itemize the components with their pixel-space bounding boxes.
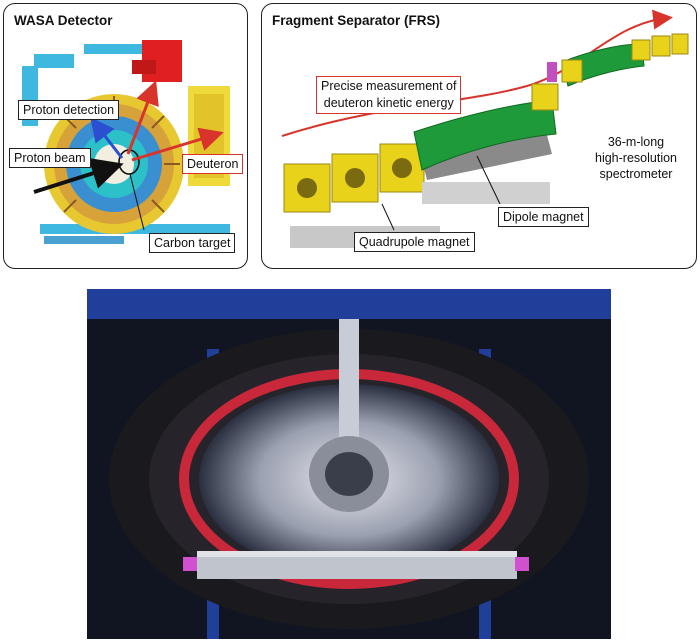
carbon-target-leader: [129, 173, 145, 231]
spectrometer-label-line1: 36-m-long: [607, 135, 665, 149]
measurement-label: Precise measurement of deuteron kinetic …: [316, 76, 462, 114]
wasa-detector-panel: WASA Detector Proton detection Proton be…: [3, 3, 248, 269]
dipole-magnet-shape: [413, 99, 557, 204]
spectrometer-label: 36-m-long high-resolution spectrometer: [584, 134, 688, 182]
upward-red-arrow: [126, 80, 159, 155]
quadrupole-magnets-front: [283, 143, 440, 248]
measurement-label-line1: Precise measurement of: [321, 79, 457, 93]
spectrometer-label-line3: spectrometer: [599, 167, 673, 181]
spectrometer-label-line2: high-resolution: [595, 151, 677, 165]
frs-beamline-illustration: [281, 9, 689, 248]
deuteron-label: Deuteron: [182, 154, 244, 174]
measurement-label-line2: deuteron kinetic energy: [323, 96, 454, 110]
detector-photo-illustration: [87, 289, 611, 639]
dipole-magnet-label: Dipole magnet: [498, 207, 589, 227]
deuteron-arrow: [131, 127, 224, 162]
frs-title: Fragment Separator (FRS): [272, 13, 441, 28]
wasa-detector-illustration: [22, 40, 230, 244]
fragment-separator-panel: Fragment Separator (FRS) Precise measure…: [261, 3, 697, 269]
wasa-title: WASA Detector: [14, 13, 113, 28]
wasa-detector-photo: [87, 289, 611, 639]
quadrupole-magnet-label: Quadrupole magnet: [354, 232, 475, 252]
proton-beam-arrow: [33, 158, 124, 194]
proton-detection-label: Proton detection: [18, 100, 120, 120]
proton-beam-label: Proton beam: [9, 148, 91, 168]
trajectory-arrow: [281, 9, 673, 137]
proton-detection-arrow: [90, 117, 124, 159]
carbon-target-label: Carbon target: [149, 233, 236, 253]
